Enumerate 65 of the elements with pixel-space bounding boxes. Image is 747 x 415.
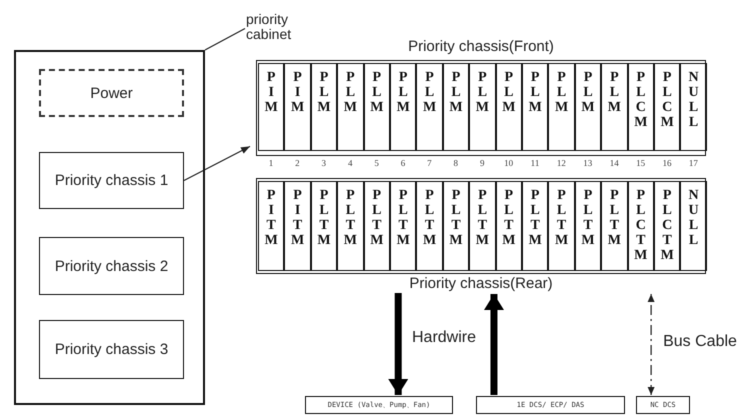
chassis-box: Priority chassis 2 — [39, 237, 184, 295]
slot-number: 4 — [346, 158, 354, 168]
module-slot: P L T M — [364, 181, 390, 271]
slot-number: 10 — [503, 158, 514, 168]
module-slot: P L M — [496, 63, 522, 151]
power-box: Power — [39, 69, 184, 117]
module-slot: P I T M — [258, 181, 284, 271]
chassis-box: Priority chassis 1 — [39, 152, 184, 209]
slot-number: 11 — [530, 158, 540, 168]
module-slot: P L C T M — [628, 181, 654, 271]
module-slot: P L T M — [548, 181, 575, 271]
cabinet-label: priority cabinet — [246, 11, 292, 42]
module-slot: P L M — [574, 63, 602, 151]
module-slot: P L T M — [416, 181, 443, 271]
module-slot: P L C M — [654, 63, 680, 151]
cabinet-box — [14, 50, 205, 405]
slot-number: 13 — [582, 158, 594, 168]
module-slot: P L M — [337, 63, 364, 151]
module-slot: P I M — [284, 63, 311, 151]
annotation-text: Hardwire — [412, 329, 476, 347]
slot-number: 2 — [294, 158, 301, 168]
slot-number: 16 — [662, 158, 672, 168]
module-slot: P L T M — [601, 181, 628, 271]
module-slot: P L M — [522, 63, 548, 151]
module-slot: P L T M — [469, 181, 496, 271]
slot-number: 12 — [556, 158, 567, 168]
leader-line — [204, 28, 246, 51]
slot-number: 8 — [452, 158, 460, 168]
module-slot: P I T M — [284, 181, 311, 271]
slot-number: 6 — [400, 158, 406, 168]
slot-number: 5 — [373, 158, 380, 168]
module-slot: P L M — [548, 63, 575, 151]
module-slot: P L C T M — [654, 181, 680, 271]
chassis-box: Priority chassis 3 — [39, 320, 184, 379]
arrow — [484, 294, 504, 395]
module-slot: P L T M — [574, 181, 602, 271]
module-slot: P L M — [390, 63, 416, 151]
arrow — [648, 294, 655, 395]
module-slot: P L M — [310, 63, 338, 151]
module-slot: P I M — [258, 63, 284, 151]
module-slot: P L T M — [310, 181, 338, 271]
module-slot: P L M — [469, 63, 496, 151]
arrow — [184, 146, 250, 182]
module-slot: P L M — [442, 63, 470, 151]
chassis-title: Priority chassis(Rear) — [408, 275, 554, 292]
module-slot: P L T M — [496, 181, 522, 271]
slot-number: 14 — [608, 158, 620, 168]
module-slot: P L C M — [628, 63, 654, 151]
module-slot: P L M — [416, 63, 443, 151]
slot-number: 3 — [320, 158, 328, 168]
module-slot: N U L L — [680, 63, 707, 151]
slot-number: 17 — [688, 158, 699, 168]
slot-number: 15 — [635, 158, 646, 168]
slot-number: 1 — [268, 158, 274, 168]
slot-number: 9 — [478, 158, 486, 168]
arrow — [388, 293, 408, 395]
module-slot: P L T M — [390, 181, 416, 271]
slot-number: 7 — [426, 158, 433, 168]
module-slot: N U L L — [680, 181, 707, 271]
module-slot: P L M — [601, 63, 628, 151]
module-slot: P L T M — [337, 181, 364, 271]
module-slot: P L T M — [442, 181, 470, 271]
module-slot: P L T M — [522, 181, 548, 271]
chassis-title: Priority chassis(Front) — [407, 38, 555, 55]
module-slot: P L M — [364, 63, 390, 151]
